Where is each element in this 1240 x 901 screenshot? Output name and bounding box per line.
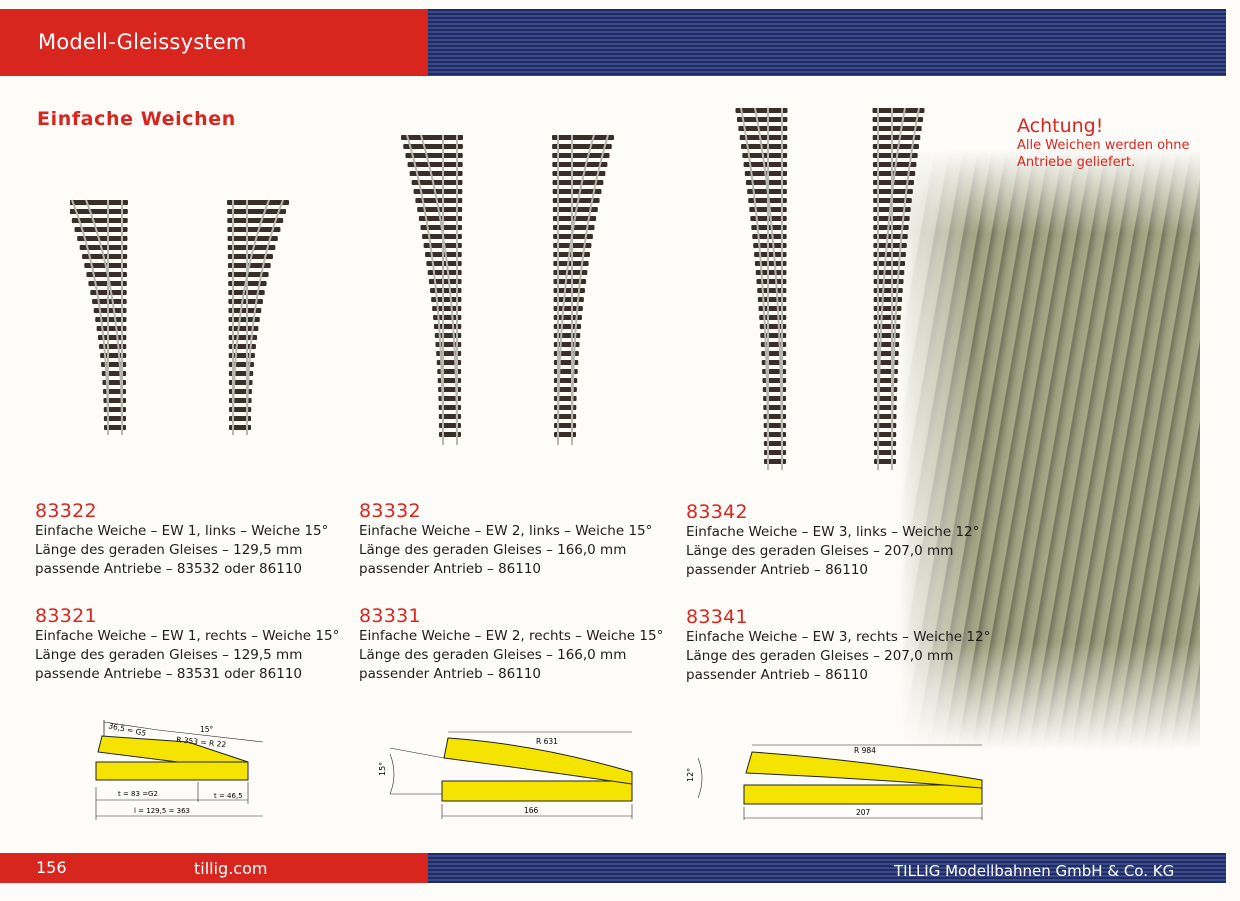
diagram-label-t2: t = 46,5	[214, 792, 243, 800]
diagram-label-length: 166	[524, 806, 539, 815]
product-line1: Einfache Weiche – EW 3, links – Weiche 1…	[686, 524, 980, 540]
straight-track-shape	[95, 761, 249, 781]
header-red-band	[0, 9, 428, 76]
footer-red-band	[0, 853, 428, 883]
product-83322: 83322 Einfache Weiche – EW 1, links – We…	[35, 500, 328, 579]
footer-url: tillig.com	[194, 859, 268, 878]
product-line3: passende Antriebe – 83532 oder 86110	[35, 561, 302, 577]
product-line1: Einfache Weiche – EW 1, rechts – Weiche …	[35, 628, 340, 644]
product-83342: 83342 Einfache Weiche – EW 3, links – We…	[686, 501, 979, 580]
curved-track-shape	[745, 751, 983, 789]
product-code: 83322	[35, 500, 97, 522]
product-code: 83341	[686, 606, 748, 628]
curved-track-shape	[97, 735, 249, 763]
page-number: 156	[36, 858, 67, 877]
diagram-label-angle: 15°	[200, 725, 214, 734]
diagram-label-radius: R 984	[854, 746, 876, 755]
product-83341: 83341 Einfache Weiche – EW 3, rechts – W…	[686, 606, 990, 685]
section-title: Einfache Weichen	[37, 108, 236, 130]
product-code: 83321	[35, 605, 97, 627]
product-line3: passender Antrieb – 86110	[686, 667, 869, 683]
product-83331: 83331 Einfache Weiche – EW 2, rechts – W…	[359, 605, 663, 684]
diagram-label-t1: t = 83 =G2	[118, 790, 158, 798]
straight-track-shape	[441, 780, 633, 802]
notice-text-line2: Antriebe geliefert.	[1017, 155, 1136, 170]
product-83332: 83332 Einfache Weiche – EW 2, links – We…	[359, 500, 652, 579]
product-line1: Einfache Weiche – EW 1, links – Weiche 1…	[35, 523, 329, 539]
product-line3: passender Antrieb – 86110	[359, 666, 542, 682]
footer-company: TILLIG Modellbahnen GmbH & Co. KG	[894, 862, 1175, 880]
geometry-diagram-ew2: R 631 15° 166	[378, 731, 633, 819]
product-code: 83331	[359, 605, 421, 627]
product-code: 83342	[686, 501, 748, 523]
straight-track-shape	[743, 784, 983, 805]
product-line2: Länge des geraden Gleises – 129,5 mm	[35, 542, 303, 558]
geometry-diagram-ew3: R 984 12° 207	[686, 744, 983, 820]
header-blue-band	[428, 9, 1226, 76]
curved-track-shape	[443, 737, 633, 785]
diagram-label-radius: R 631	[536, 737, 558, 746]
product-line2: Länge des geraden Gleises – 129,5 mm	[35, 647, 303, 663]
product-line3: passender Antrieb – 86110	[359, 561, 542, 577]
turnout-ew2-illustration	[401, 134, 614, 445]
notice-title: Achtung!	[1017, 115, 1104, 137]
product-line3: passende Antriebe – 83531 oder 86110	[35, 666, 302, 682]
notice-text-line1: Alle Weichen werden ohne	[1017, 138, 1190, 153]
product-line3: passender Antrieb – 86110	[686, 562, 869, 578]
product-line2: Länge des geraden Gleises – 166,0 mm	[359, 647, 627, 663]
diagram-label-d1: 36,5 = G5	[108, 721, 148, 738]
product-line1: Einfache Weiche – EW 2, rechts – Weiche …	[359, 628, 664, 644]
product-line2: Länge des geraden Gleises – 207,0 mm	[686, 543, 954, 559]
product-code: 83332	[359, 500, 421, 522]
railway-yard-photo	[900, 150, 1200, 750]
product-line1: Einfache Weiche – EW 3, rechts – Weiche …	[686, 629, 991, 645]
diagram-label-length: l = 129,5 = 363	[134, 807, 190, 815]
product-83321: 83321 Einfache Weiche – EW 1, rechts – W…	[35, 605, 339, 684]
notice-text: Alle Weichen werden ohne Antriebe gelief…	[1017, 137, 1207, 171]
diagram-label-angle: 15°	[378, 762, 387, 776]
diagram-label-length: 207	[856, 808, 871, 817]
turnout-ew3-illustration	[735, 107, 925, 470]
footer-blue-band	[428, 853, 1226, 883]
diagram-label-angle: 12°	[686, 768, 695, 782]
header-title: Modell-Gleissystem	[38, 30, 247, 54]
geometry-diagram-ew1: 36,5 = G5 15° R 353 = R 22 t = 83 =G2 t …	[95, 720, 264, 820]
product-line1: Einfache Weiche – EW 2, links – Weiche 1…	[359, 523, 653, 539]
turnout-ew1-illustration	[70, 199, 289, 435]
product-line2: Länge des geraden Gleises – 207,0 mm	[686, 648, 954, 664]
product-line2: Länge des geraden Gleises – 166,0 mm	[359, 542, 627, 558]
